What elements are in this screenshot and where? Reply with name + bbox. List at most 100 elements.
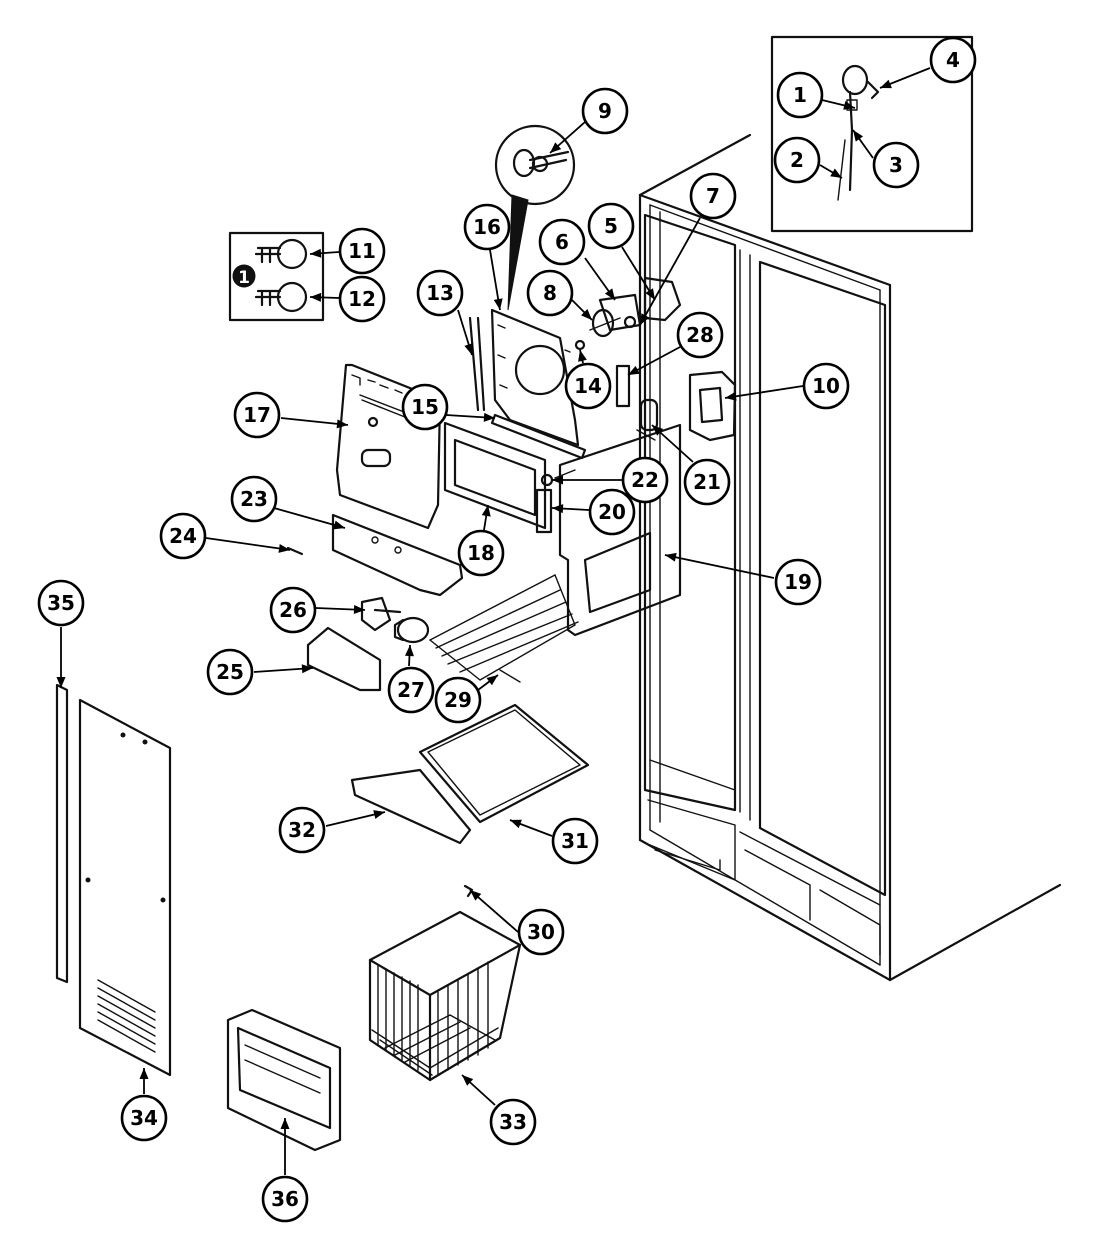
callout-bubble-23 bbox=[230, 475, 278, 523]
leader-line-7 bbox=[639, 217, 701, 326]
callout-label-11: 11 bbox=[348, 239, 376, 263]
callout-label-2: 2 bbox=[790, 148, 804, 172]
leader-arrow-3 bbox=[853, 130, 864, 142]
leader-arrow-12 bbox=[310, 292, 322, 302]
callout-label-35: 35 bbox=[47, 591, 75, 615]
leader-line-17 bbox=[280, 417, 349, 426]
callout-label-9: 9 bbox=[598, 99, 612, 123]
callout-label-5: 5 bbox=[604, 214, 618, 238]
callout-label-31: 31 bbox=[561, 829, 589, 853]
callout-bubble-27 bbox=[387, 666, 435, 714]
callout-label-19: 19 bbox=[784, 570, 812, 594]
callout-label-27: 27 bbox=[397, 678, 425, 702]
leader-arrow-11 bbox=[310, 248, 322, 258]
leader-arrow-24 bbox=[278, 543, 290, 553]
callout-label-15: 15 bbox=[411, 395, 439, 419]
callout-label-18: 18 bbox=[467, 541, 495, 565]
leader-arrow-10 bbox=[725, 391, 737, 401]
callout-bubble-30 bbox=[517, 908, 565, 956]
leader-arrow-5 bbox=[645, 288, 655, 300]
callout-bubble-25 bbox=[206, 648, 254, 696]
callout-bubble-15 bbox=[401, 383, 449, 431]
callout-label-4: 4 bbox=[946, 48, 960, 72]
leader-arrow-36 bbox=[280, 1118, 290, 1129]
callout-bubble-32 bbox=[278, 806, 326, 854]
callout-bubble-11 bbox=[338, 227, 386, 275]
leader-arrow-18 bbox=[481, 505, 491, 517]
callout-label-6: 6 bbox=[555, 230, 569, 254]
leader-arrow-20 bbox=[552, 504, 564, 514]
callout-label-25: 25 bbox=[216, 660, 244, 684]
callout-bubble-7 bbox=[689, 172, 737, 220]
leader-arrow-31 bbox=[510, 819, 522, 829]
leader-arrow-30 bbox=[470, 890, 482, 901]
callout-bubble-8 bbox=[526, 269, 574, 317]
leader-line-19 bbox=[664, 554, 775, 579]
callout-bubble-1 bbox=[776, 71, 824, 119]
leader-line-10 bbox=[724, 385, 804, 399]
callout-label-33: 33 bbox=[499, 1110, 527, 1134]
callout-bubble-6 bbox=[538, 218, 586, 266]
callout-label-22: 22 bbox=[631, 468, 659, 492]
callout-label-26: 26 bbox=[279, 598, 307, 622]
leader-arrow-34 bbox=[139, 1068, 149, 1079]
callout-bubble-17 bbox=[233, 391, 281, 439]
key-inset: 1 bbox=[228, 231, 325, 322]
callout-label-20: 20 bbox=[598, 500, 626, 524]
leader-line-23 bbox=[273, 507, 346, 529]
callout-bubble-14 bbox=[564, 362, 612, 410]
leader-arrow-15 bbox=[483, 412, 495, 422]
callout-label-24: 24 bbox=[169, 524, 197, 548]
leader-arrow-6 bbox=[604, 288, 615, 300]
leader-arrow-16 bbox=[493, 298, 503, 310]
dispenser-trim bbox=[226, 1008, 342, 1152]
callout-label-7: 7 bbox=[706, 184, 720, 208]
leader-arrow-2 bbox=[830, 168, 842, 178]
callout-bubble-18 bbox=[457, 529, 505, 577]
leader-arrow-22 bbox=[552, 475, 563, 485]
side-panel bbox=[55, 683, 172, 1077]
callout-label-29: 29 bbox=[444, 688, 472, 712]
leader-arrow-9 bbox=[550, 142, 562, 153]
leader-arrow-23 bbox=[333, 520, 345, 530]
callout-label-28: 28 bbox=[686, 323, 714, 347]
leader-arrow-19 bbox=[665, 552, 677, 562]
callout-label-14: 14 bbox=[574, 374, 602, 398]
callout-bubble-24 bbox=[159, 512, 207, 560]
callout-bubble-36 bbox=[261, 1175, 309, 1223]
callout-bubble-16 bbox=[463, 203, 511, 251]
callout-label-36: 36 bbox=[271, 1187, 299, 1211]
callout-bubble-3 bbox=[872, 141, 920, 189]
leader-arrow-4 bbox=[880, 79, 892, 89]
callout-label-30: 30 bbox=[527, 920, 555, 944]
callout-bubble-31 bbox=[551, 817, 599, 865]
water-valve-inset bbox=[770, 35, 974, 233]
callout-bubble-5 bbox=[587, 202, 635, 250]
part-9-detail bbox=[494, 124, 576, 311]
callout-bubble-4 bbox=[929, 36, 977, 84]
leader-arrow-32 bbox=[373, 810, 385, 819]
callout-label-23: 23 bbox=[240, 487, 268, 511]
callout-label-34: 34 bbox=[130, 1106, 158, 1130]
leader-arrow-35 bbox=[56, 677, 66, 688]
callout-bubble-34 bbox=[120, 1094, 168, 1142]
ice-maker-assembly bbox=[286, 276, 737, 692]
leader-arrow-7 bbox=[640, 313, 650, 325]
leader-arrow-8 bbox=[581, 309, 592, 320]
leader-arrow-17 bbox=[336, 419, 348, 429]
callout-bubble-28 bbox=[676, 311, 724, 359]
callout-label-16: 16 bbox=[473, 215, 501, 239]
callout-bubble-33 bbox=[489, 1098, 537, 1146]
refrigerator-cabinet bbox=[638, 133, 1062, 982]
callout-bubble-26 bbox=[269, 586, 317, 634]
callout-bubble-12 bbox=[338, 275, 386, 323]
leader-arrow-28 bbox=[628, 365, 640, 375]
leader-line-24 bbox=[205, 537, 291, 551]
callout-label-32: 32 bbox=[288, 818, 316, 842]
callout-label-10: 10 bbox=[812, 374, 840, 398]
leader-arrow-27 bbox=[404, 645, 414, 657]
leader-arrow-1 bbox=[843, 101, 855, 110]
